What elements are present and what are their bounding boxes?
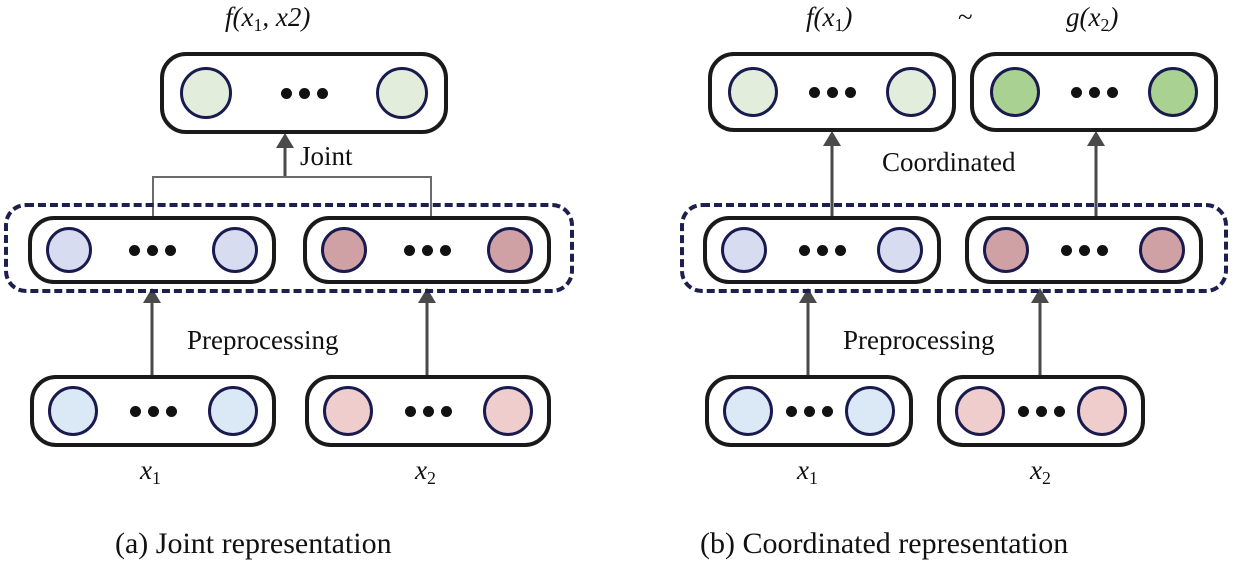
gx-close: ) [1109, 2, 1119, 32]
arrow-shaft [1094, 144, 1098, 221]
panel-a-shared-representation-group [4, 203, 574, 293]
neuron-green-light [728, 67, 778, 117]
neuron-lavender [721, 227, 767, 273]
panel-b-output-label-right: g(x2) [1066, 2, 1118, 36]
ellipsis-dots [1070, 86, 1118, 98]
x-sub: 2 [1041, 467, 1051, 488]
panel-b-input-label-x2: x2 [1030, 455, 1051, 489]
neuron-pink-pale [955, 386, 1005, 436]
neuron-green-light [180, 67, 232, 119]
panel-b-input-box-x2 [937, 375, 1145, 447]
panel-b-coordinated-arrow-left [822, 131, 842, 221]
panel-b-similarity-symbol: ~ [958, 2, 973, 32]
panel-a-output-label-base: f(x [225, 2, 254, 32]
neuron-rose [487, 227, 533, 273]
neuron-blue-pale [845, 386, 895, 436]
ellipsis-dots [404, 405, 452, 417]
panel-a-preprocessing-arrow-left [142, 288, 162, 378]
ellipsis-dots [280, 87, 328, 99]
fx-sub: 1 [834, 14, 844, 35]
arrow-head-icon [276, 133, 294, 148]
ellipsis-dots [1060, 244, 1108, 256]
panel-a-input-box-x2 [305, 375, 551, 447]
arrow-head-icon [1087, 131, 1105, 146]
ellipsis-dots [1017, 405, 1065, 417]
panel-a-bracket-right-leg [430, 176, 432, 220]
neuron-blue-pale [723, 386, 773, 436]
neuron-green-light [376, 67, 428, 119]
panel-b-shared-representation-group [680, 203, 1228, 293]
x-sub: 1 [151, 467, 161, 488]
ellipsis-dots [785, 405, 833, 417]
neuron-pink-pale [483, 386, 533, 436]
panel-b-coordinated-label: Coordinated [882, 147, 1016, 177]
panel-a-bracket-horizontal [152, 176, 432, 178]
arrow-shaft [150, 301, 154, 378]
panel-a-joint-label: Joint [300, 141, 353, 171]
panel-a-joint-output-box [160, 52, 448, 134]
arrow-shaft [425, 301, 429, 378]
panel-b-output-label-left: f(x1) [806, 2, 852, 36]
neuron-rose [983, 227, 1029, 273]
panel-a-mid-box-modality-1 [28, 216, 276, 284]
neuron-lavender [46, 227, 92, 273]
gx-sub: 2 [1100, 14, 1110, 35]
fx-close: ) [843, 2, 853, 32]
ellipsis-dots [808, 86, 856, 98]
panel-a-joint-arrow [275, 133, 295, 177]
panel-b-input-label-x1: x1 [797, 455, 818, 489]
panel-b-preprocessing-arrow-left [798, 288, 818, 378]
panel-b-coordinated-arrow-right [1086, 131, 1106, 221]
panel-b-output-box-f [708, 52, 956, 132]
arrow-shaft [806, 301, 810, 378]
panel-a-input-label-x1: x1 [140, 455, 161, 489]
panel-a-preprocessing-arrow-right [417, 288, 437, 378]
panel-a-output-label-rest: , x2) [262, 2, 311, 32]
x-base: x [1030, 455, 1042, 485]
fx-base: f(x [806, 2, 835, 32]
ellipsis-dots [798, 244, 846, 256]
panel-b-mid-box-modality-2 [965, 216, 1203, 284]
ellipsis-dots [129, 405, 177, 417]
arrow-shaft [1038, 301, 1042, 378]
panel-a-caption: (a) Joint representation [115, 527, 392, 560]
neuron-pink-pale [323, 386, 373, 436]
arrow-shaft [830, 144, 834, 221]
arrow-head-icon [823, 131, 841, 146]
x-base: x [140, 455, 152, 485]
panel-b-output-box-g [970, 52, 1218, 132]
ellipsis-dots [403, 244, 451, 256]
panel-a-input-label-x2: x2 [415, 455, 436, 489]
x-base: x [797, 455, 809, 485]
panel-b-mid-box-modality-1 [703, 216, 941, 284]
neuron-green-medium [990, 67, 1040, 117]
panel-a-bracket-left-leg [152, 176, 154, 220]
arrow-shaft [283, 146, 287, 177]
panel-a-preprocessing-label: Preprocessing [187, 325, 339, 355]
gx-base: g(x [1066, 2, 1101, 32]
panel-b-preprocessing-arrow-right [1030, 288, 1050, 378]
neuron-green-medium [1148, 67, 1198, 117]
neuron-blue-pale [208, 386, 258, 436]
panel-b-caption: (b) Coordinated representation [700, 527, 1069, 560]
x-sub: 2 [426, 467, 436, 488]
neuron-lavender [212, 227, 258, 273]
neuron-rose [1139, 227, 1185, 273]
neuron-pink-pale [1077, 386, 1127, 436]
neuron-green-light [886, 67, 936, 117]
x-base: x [415, 455, 427, 485]
panel-b-input-box-x1 [705, 375, 913, 447]
panel-a-input-box-x1 [30, 375, 276, 447]
neuron-lavender [877, 227, 923, 273]
panel-a-output-label: f(x1, x2) [225, 2, 310, 36]
ellipsis-dots [128, 244, 176, 256]
neuron-blue-pale [48, 386, 98, 436]
neuron-rose [321, 227, 367, 273]
x-sub: 1 [808, 467, 818, 488]
panel-b-preprocessing-label: Preprocessing [843, 325, 995, 355]
panel-a-output-label-sub: 1 [253, 14, 263, 35]
panel-a-mid-box-modality-2 [303, 216, 551, 284]
